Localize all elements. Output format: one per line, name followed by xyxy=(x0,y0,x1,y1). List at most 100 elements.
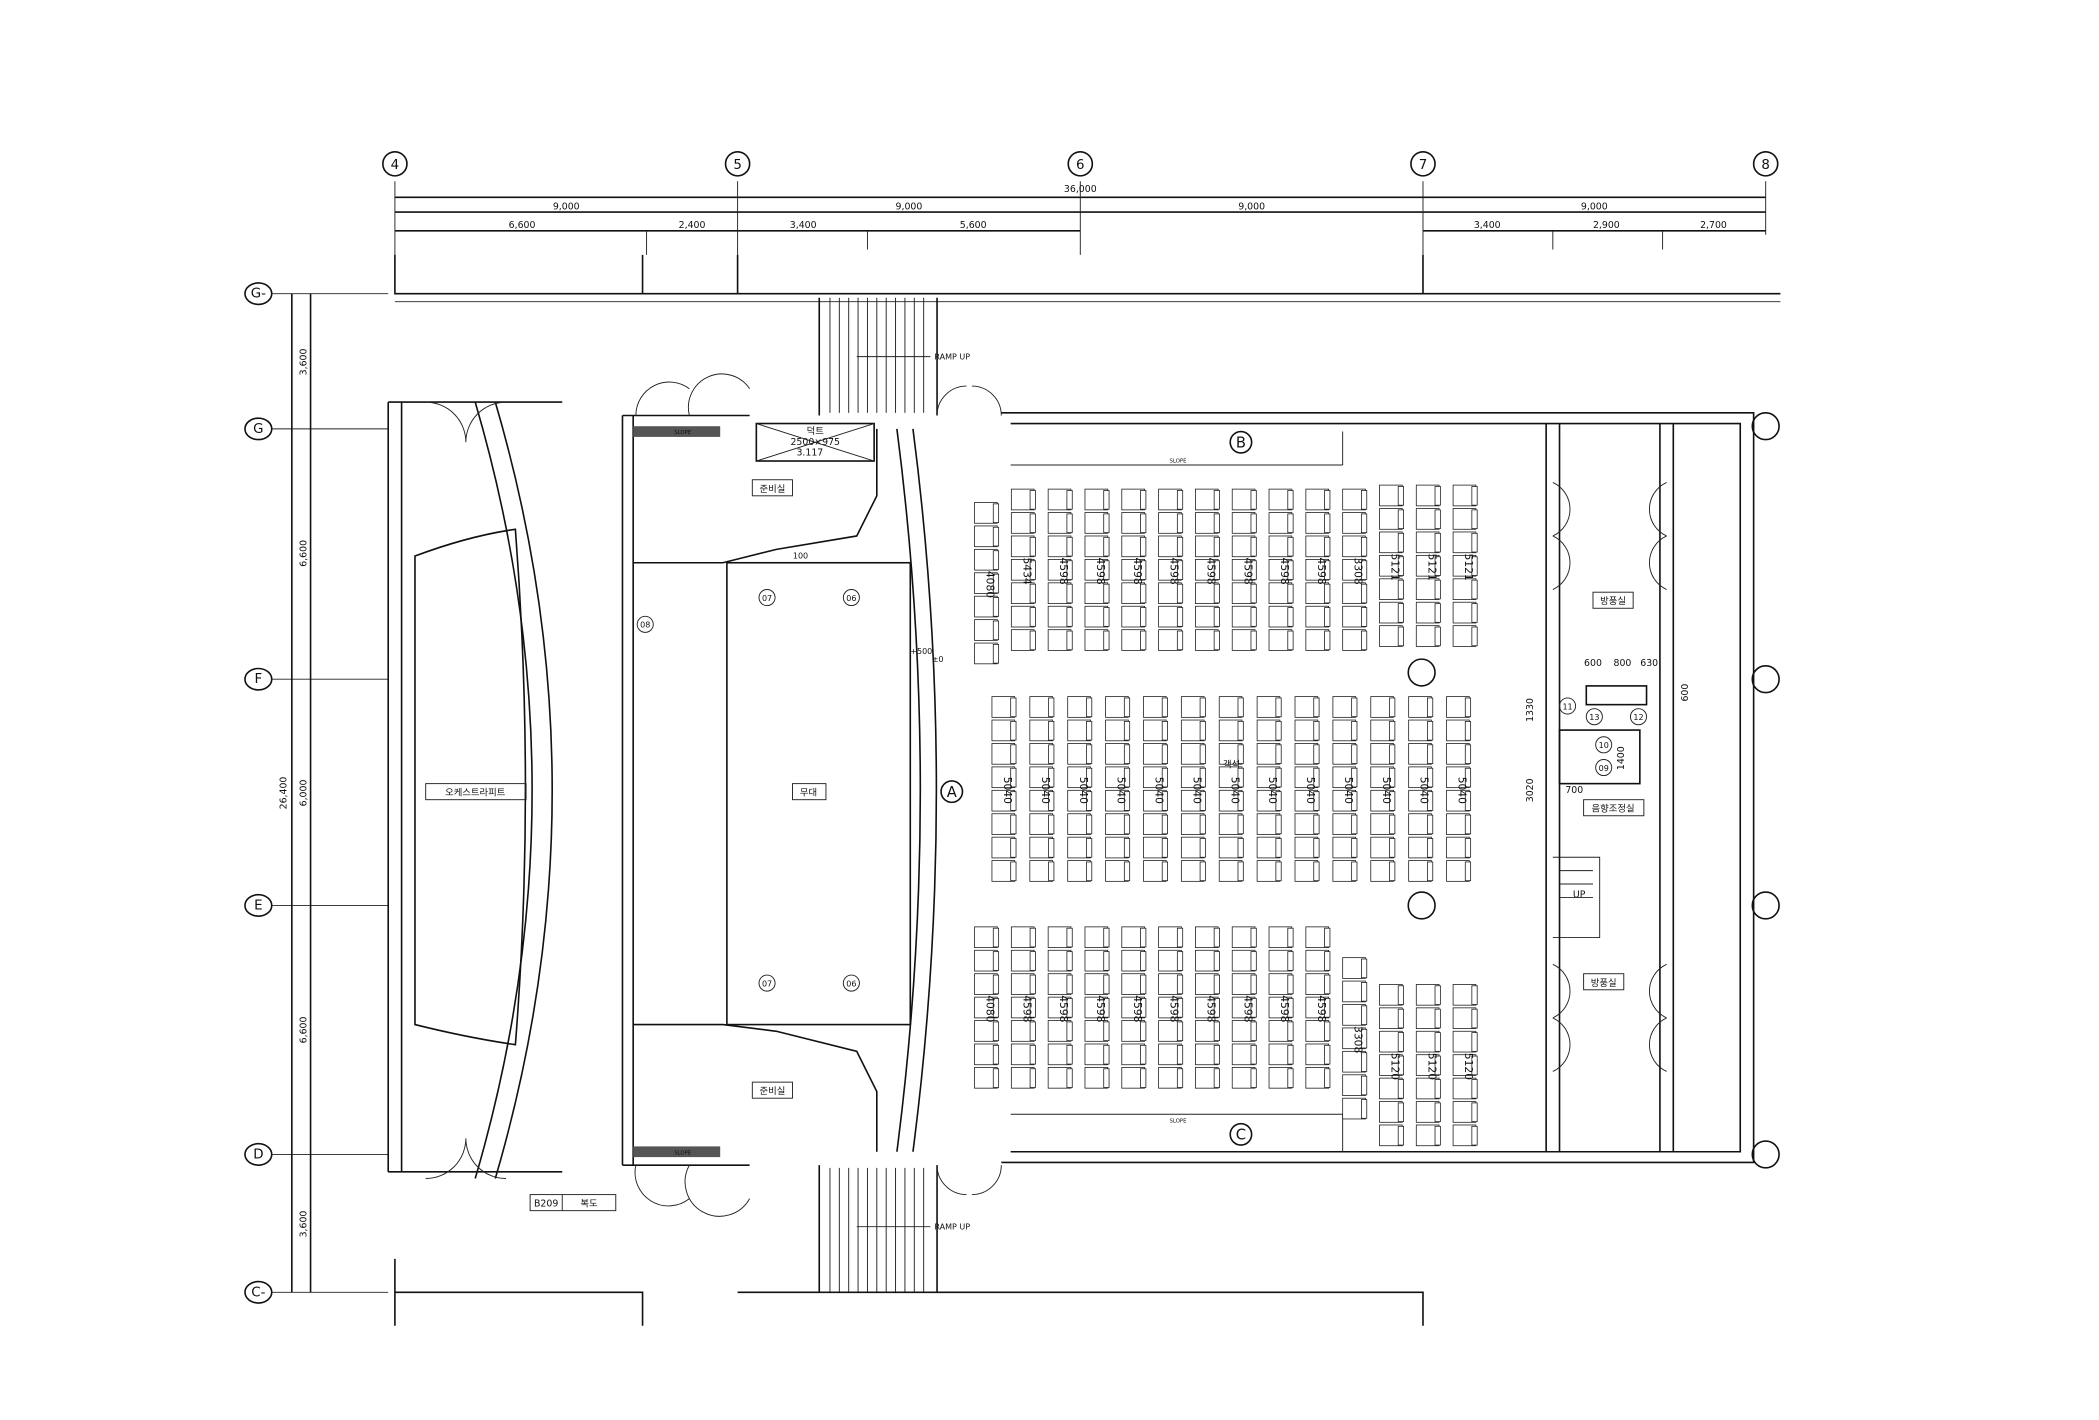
seat-column-label: 4598 xyxy=(1241,558,1254,585)
equipment-tag: 10 xyxy=(1599,741,1609,750)
seat-column-label: 4598 xyxy=(1057,558,1070,585)
grid-row-label: G xyxy=(253,422,263,437)
grid-row-label: D xyxy=(253,1147,263,1162)
seat-column: 5434 xyxy=(1010,488,1036,651)
equipment-tag: 11 xyxy=(1562,702,1572,711)
notes: RAMP UP RAMP UP SLOPE SLOPE SLOPE SLOPE … xyxy=(674,352,1586,1231)
seat-column: 5040 xyxy=(1067,696,1093,882)
cdim: 1330 xyxy=(1525,698,1536,722)
label-windbreak-top: 방풍실 xyxy=(1600,596,1626,607)
seat-column-label: 5040 xyxy=(1001,777,1014,804)
dim-sub: 3,400 xyxy=(790,220,817,231)
dim-total: 36,000 xyxy=(1064,184,1097,195)
grid-row-label: F xyxy=(255,672,263,687)
seat-column: 5040 xyxy=(1370,696,1396,882)
note-up: UP xyxy=(1573,889,1586,900)
equipment-tag-icon xyxy=(842,974,860,992)
grid-row-label: E xyxy=(254,898,262,913)
dim-sub: 2,400 xyxy=(679,220,706,231)
seat-column-label: 4598 xyxy=(1057,995,1070,1022)
seat-column: 5040 xyxy=(1408,696,1434,882)
equipment-tag: 06 xyxy=(846,594,856,603)
cdim: 800 xyxy=(1614,658,1632,669)
dim-bay-1: 9,000 xyxy=(553,201,580,212)
seat-column: 4598 xyxy=(1268,926,1294,1089)
seat-column-label: 4080 xyxy=(984,571,997,598)
seat-column: 4598 xyxy=(1047,488,1073,651)
equipment-tag-icon xyxy=(1559,697,1577,715)
seat-column: 4598 xyxy=(1158,488,1184,651)
seat-column: 5040 xyxy=(1180,696,1206,882)
seat-column-label: 4598 xyxy=(1204,995,1217,1022)
equipment-tag: 06 xyxy=(846,979,856,988)
seat-column: 5040 xyxy=(1446,696,1472,882)
grid-bubble-icon xyxy=(382,150,408,177)
dim-sub: 6,600 xyxy=(509,220,536,231)
room-labels: 오케스트라피트 무대 준비실 준비실 덕트 2500×975 3.117 방풍실… xyxy=(425,426,1645,1212)
seat-column-label: 4598 xyxy=(1094,558,1107,585)
label-windbreak-bottom: 방풍실 xyxy=(1591,978,1617,989)
seat-column-label: 4598 xyxy=(1315,995,1328,1022)
seat-column-label: 5040 xyxy=(1153,777,1166,804)
equipment-tag-icon xyxy=(1585,708,1603,726)
equipment-tag-icon xyxy=(1630,708,1648,726)
top-dimensions: 36,000 9,000 9,000 9,000 9,000 6,600 2,4… xyxy=(394,181,1767,269)
seat-column-label: 5121 xyxy=(1389,553,1402,580)
label-corridor: 복도 xyxy=(580,1199,598,1210)
equipment-tag-icon xyxy=(1595,759,1613,777)
seat-column: 5040 xyxy=(1256,696,1282,882)
seat-column: 4598 xyxy=(1268,488,1294,651)
dim-sub: 2,700 xyxy=(1700,220,1727,231)
cdim: 3020 xyxy=(1525,778,1536,802)
seat-column: 5040 xyxy=(1332,696,1358,882)
dim-bay-3: 9,000 xyxy=(1238,201,1265,212)
grid-row-label: G- xyxy=(251,287,266,302)
note-ramp-up-bottom: RAMP UP xyxy=(934,1222,970,1231)
seat-column: 4598 xyxy=(1231,488,1257,651)
note-level-plus: +500 xyxy=(910,647,932,656)
seat-column: 4598 xyxy=(1084,488,1110,651)
equipment-tag-icon xyxy=(758,589,776,607)
note-slope-prep-top: SLOPE xyxy=(674,430,692,436)
seat-column: 5040 xyxy=(1105,696,1131,882)
grid-row-label: C- xyxy=(251,1285,265,1300)
seat-column: 4598 xyxy=(1084,926,1110,1089)
seat-column-label: 5040 xyxy=(1456,777,1469,804)
seat-column-label: 4598 xyxy=(1094,995,1107,1022)
walls xyxy=(387,254,1781,1326)
seat-column-label: 5040 xyxy=(1418,777,1431,804)
note-slope-prep-bottom: SLOPE xyxy=(674,1150,692,1156)
seat-column-label: 4598 xyxy=(1020,995,1033,1022)
dim-bay-2: 9,000 xyxy=(896,201,923,212)
label-duct: 덕트 xyxy=(807,426,825,437)
seat-column-label: 5120 xyxy=(1389,1053,1402,1080)
label-audience: 객석 xyxy=(1223,760,1240,771)
seat-column: 5040 xyxy=(1143,696,1168,882)
cdim: 700 xyxy=(1565,785,1583,796)
grid-bubble-icon xyxy=(1067,150,1094,177)
seat-column: 5120 xyxy=(1452,984,1478,1147)
seat-column: 4598 xyxy=(1010,926,1036,1089)
seat-column: 4598 xyxy=(1195,926,1220,1089)
equipment-tag: 07 xyxy=(762,979,772,988)
marker-b: B xyxy=(1236,435,1246,452)
seat-column: 4598 xyxy=(1231,926,1257,1089)
grid-column-label: 6 xyxy=(1076,158,1085,173)
seat-column-label: 5040 xyxy=(1342,777,1355,804)
seat-column: 4598 xyxy=(1158,926,1184,1089)
grid-bubble-icon xyxy=(724,150,751,177)
seat-column-label: 5040 xyxy=(1077,777,1090,804)
note-ramp-up-top: RAMP UP xyxy=(934,352,970,361)
seat-column-label: 5040 xyxy=(1228,777,1241,804)
dim-sub: 2,900 xyxy=(1593,220,1620,231)
label-sound-control: 음향조정실 xyxy=(1592,803,1635,815)
seat-column-label: 4598 xyxy=(1278,995,1291,1022)
dim-left: 6,600 xyxy=(299,1016,310,1043)
stage-platform xyxy=(726,561,912,1026)
seat-column: 4598 xyxy=(1305,926,1331,1089)
dim-sub: 3,400 xyxy=(1474,220,1501,231)
seat-column: 4080 xyxy=(974,502,1000,665)
